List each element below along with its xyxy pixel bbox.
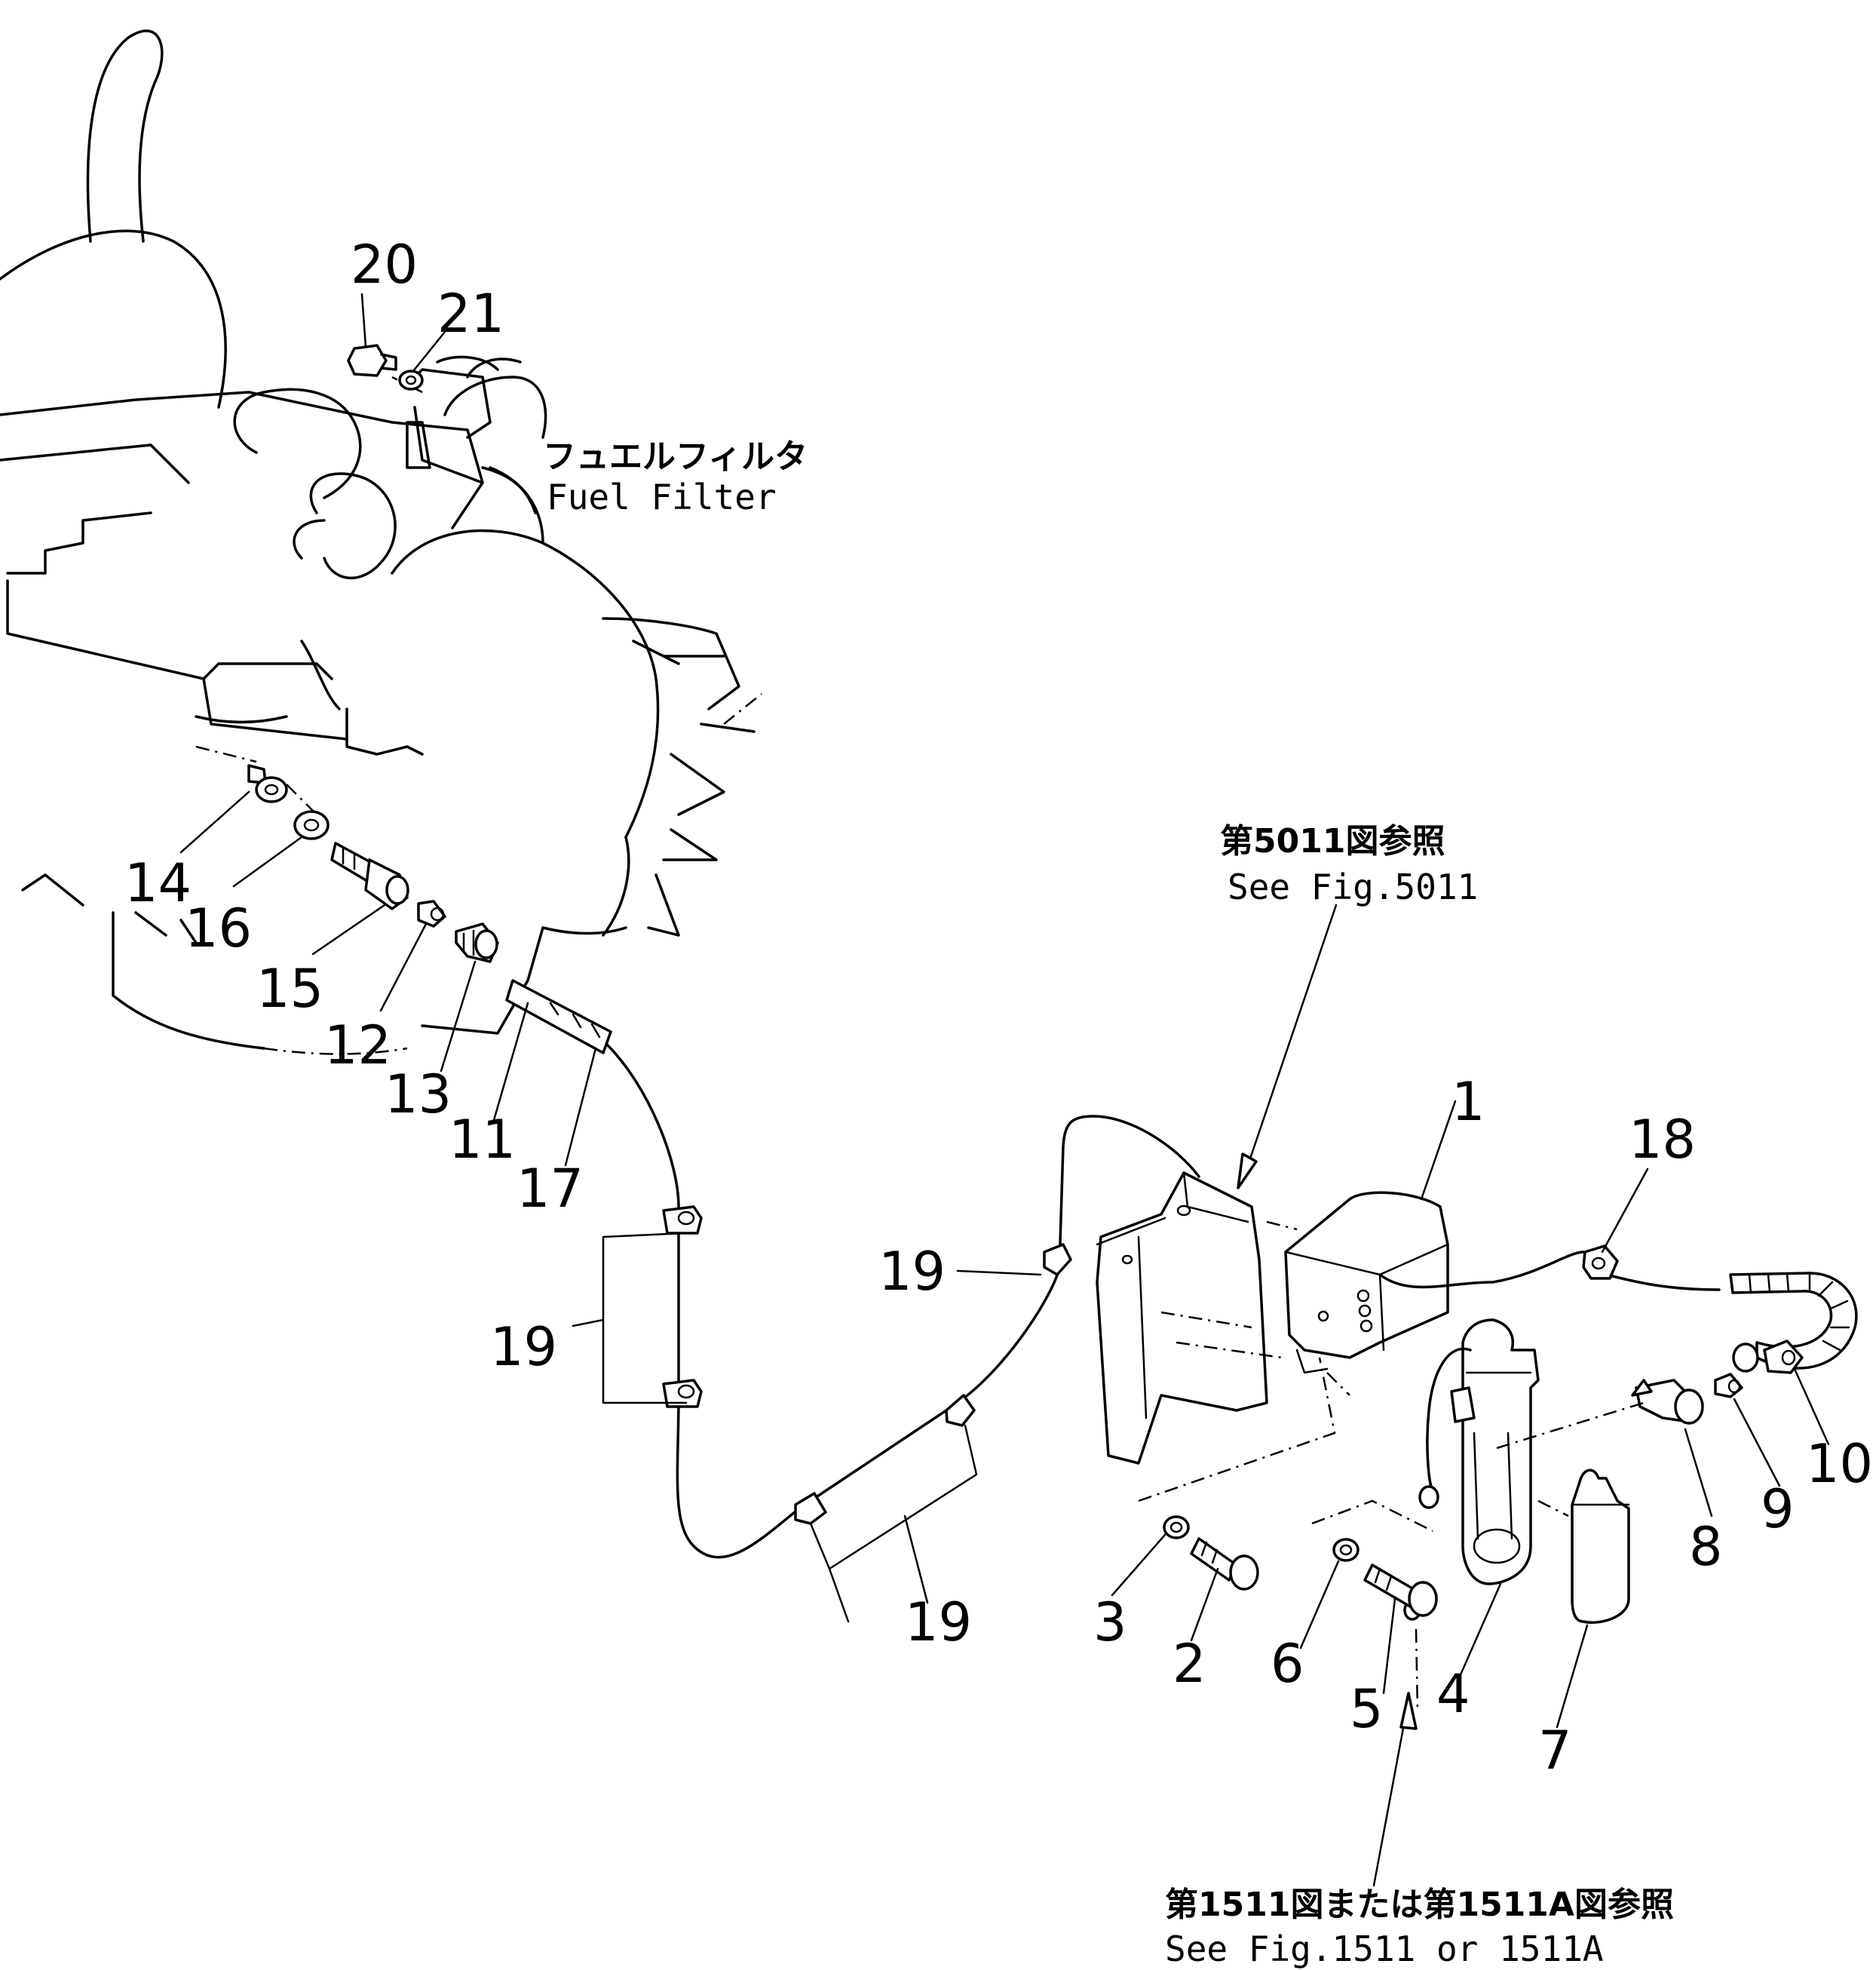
see-fig-1511: See Fig.1511 or 1511A: [1165, 1929, 1604, 1969]
leader-lines: [179, 293, 1830, 1887]
callout-1: 1: [1451, 1071, 1485, 1133]
callout-19-middle: 19: [878, 1241, 946, 1303]
part-20-bolt: [347, 344, 397, 377]
part-2-bolt: [1190, 1537, 1259, 1591]
part-14-connector: [247, 764, 288, 803]
part-12-elbow: [417, 900, 446, 928]
callout-7: 7: [1538, 1720, 1572, 1781]
callout-4: 4: [1436, 1663, 1470, 1725]
callout-18: 18: [1629, 1109, 1696, 1171]
corrugated-tube: [1729, 1272, 1858, 1373]
part-4-sensor-body: [1311, 1318, 1645, 1621]
part-15-nipple: [330, 842, 409, 910]
see-fig-5011: See Fig.5011: [1228, 867, 1478, 907]
part-5-bolt: [1363, 1563, 1438, 1617]
callout-10: 10: [1806, 1433, 1873, 1495]
part-11-hose: [505, 979, 612, 1054]
callout-15: 15: [256, 958, 323, 1020]
ground-wire-dash: [1415, 1628, 1419, 1713]
callout-6: 6: [1271, 1633, 1304, 1695]
part-16-nut: [293, 810, 330, 840]
callout-13: 13: [385, 1063, 452, 1125]
mounting-bracket: [1096, 1171, 1336, 1502]
part-19-clamps: [602, 1205, 1072, 1623]
callout-19-left: 19: [490, 1316, 557, 1378]
part-6-washer: [1332, 1538, 1359, 1562]
part-18-grommet: [1582, 1244, 1619, 1280]
callout-11: 11: [449, 1109, 516, 1171]
callout-16: 16: [185, 898, 252, 959]
fuel-filter-label-jp: フュエルフィルタ: [543, 437, 808, 476]
callout-12: 12: [324, 1014, 391, 1076]
see-fig-1511-jp: 第1511図または第1511A図参照: [1165, 1886, 1674, 1924]
fitting-chain: [195, 745, 612, 1054]
callout-8: 8: [1689, 1516, 1723, 1578]
callout-20: 20: [351, 234, 418, 296]
fuel-filter-label: Fuel Filter: [547, 477, 777, 517]
part-10-connector: [1763, 1339, 1804, 1374]
part-9-nipple: [1714, 1373, 1743, 1398]
part-3-washer: [1163, 1515, 1190, 1539]
callout-9: 9: [1761, 1478, 1795, 1540]
part-7-cartridge: [1571, 1468, 1630, 1624]
part-1-controller: [1284, 1191, 1449, 1396]
engine-outline: [0, 29, 762, 1055]
callout-2: 2: [1172, 1633, 1206, 1695]
reference-notes: フュエルフィルタ Fuel Filter 第5011図参照 See Fig.50…: [543, 437, 1674, 1969]
part-21-washer: [398, 370, 424, 391]
fuel-filter: [391, 357, 547, 514]
callout-5: 5: [1350, 1678, 1384, 1740]
see-fig-5011-jp: 第5011図参照: [1220, 822, 1445, 861]
callout-3: 3: [1093, 1591, 1127, 1653]
sensor-cable: [1378, 1250, 1721, 1291]
callout-numbers: 20 21 14 16 15 12 13 11 17 19 19 19 1 18…: [124, 234, 1873, 1781]
part-13-bolt: [455, 922, 499, 963]
callout-21: 21: [437, 283, 504, 345]
callout-14: 14: [124, 852, 192, 914]
callout-19-bottom: 19: [905, 1591, 972, 1653]
callout-17: 17: [517, 1158, 584, 1220]
part-8-elbow-fitting: [1631, 1379, 1704, 1425]
wire-harness: [605, 1043, 1200, 1559]
